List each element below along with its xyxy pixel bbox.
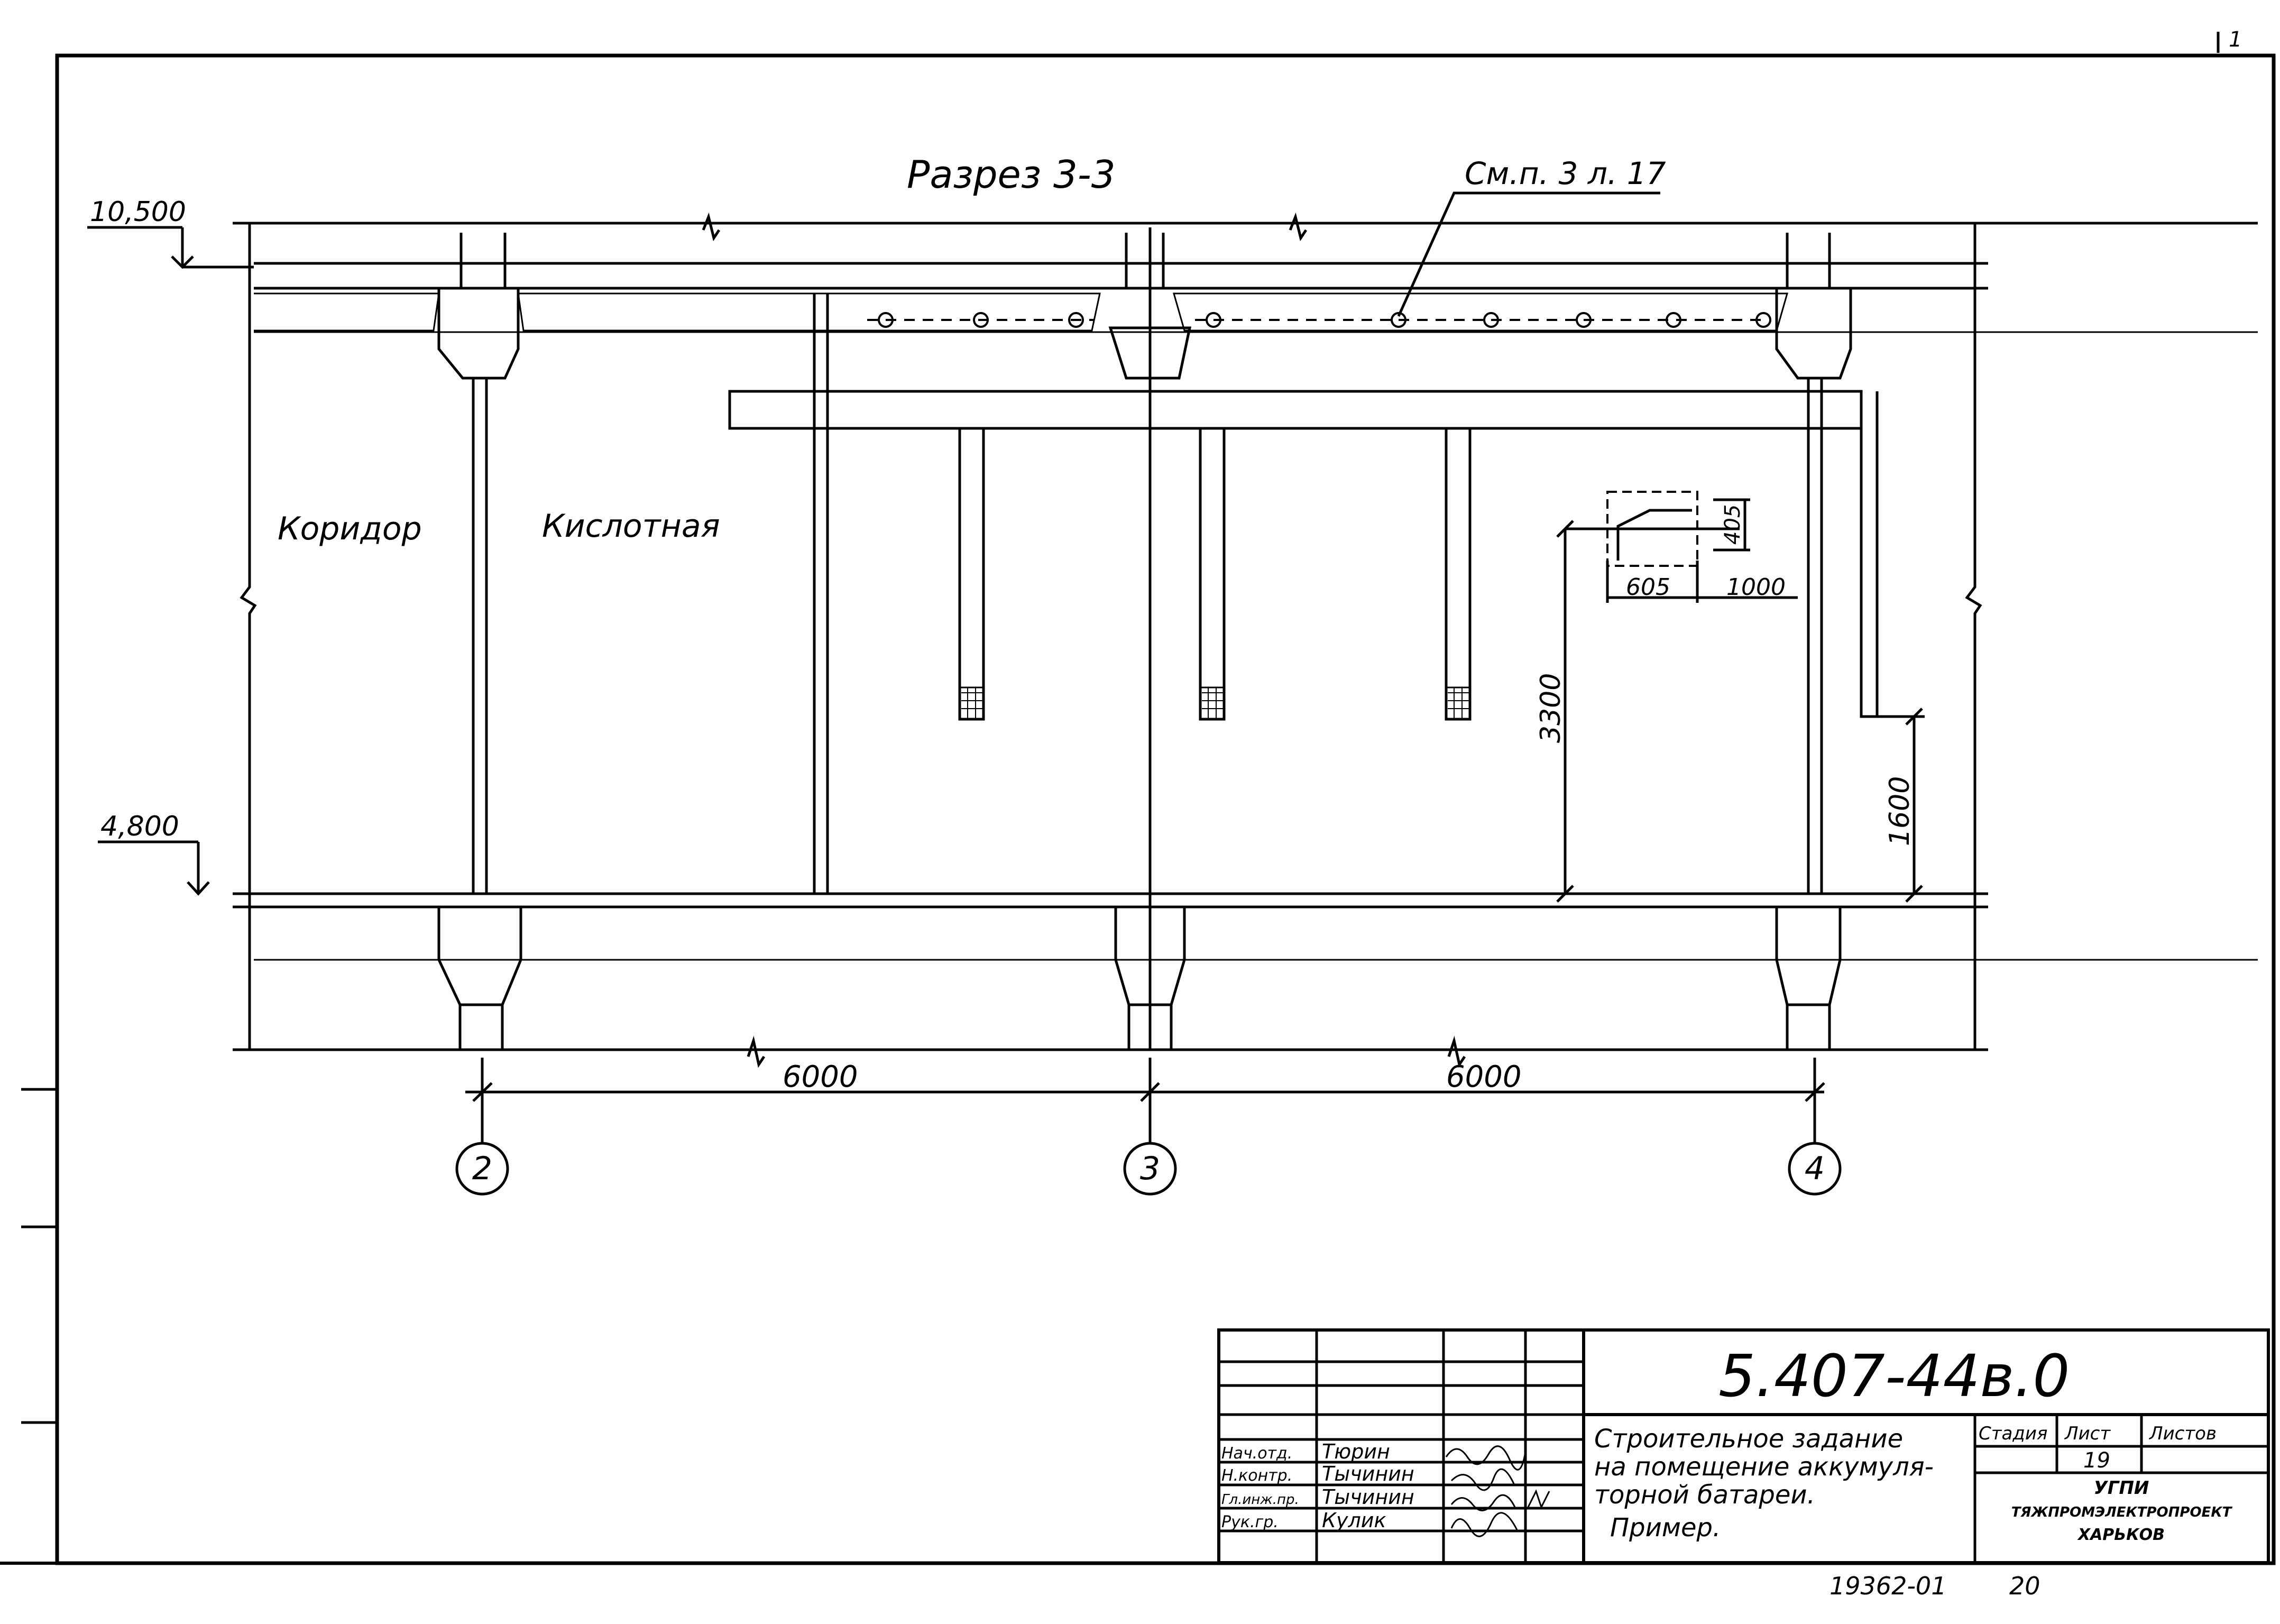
room-label-acid-room: Кислотная — [542, 508, 720, 545]
elevation-top-label: 10,500 — [90, 196, 186, 228]
axis-bubbles — [455, 1118, 1842, 1196]
signatory-name: Кулик — [1322, 1509, 1386, 1532]
floor-slab — [233, 892, 2258, 1068]
elevation-markers — [87, 226, 254, 896]
signature-marks — [1445, 1445, 1550, 1537]
title-line-4: Пример. — [1610, 1513, 1721, 1543]
span-dimension — [465, 1058, 1825, 1118]
title-block-grid — [1217, 1328, 2270, 1564]
sheet-frame — [0, 32, 2276, 1565]
title-line-2: на помещение аккумуля- — [1594, 1452, 1934, 1482]
reference-note: См.п. 3 л. 17 — [1465, 155, 1666, 191]
archive-number: 19362-01 — [1829, 1572, 1946, 1600]
reference-leader — [1397, 191, 1660, 317]
document-code: 5.407-44в.0 — [1718, 1342, 2070, 1410]
signatory-role: Нач.отд. — [1221, 1444, 1292, 1463]
dimension-height-lower: 1600 — [1884, 776, 1916, 846]
signatory-name: Тычинин — [1322, 1485, 1414, 1509]
opening-detail — [1565, 491, 1798, 603]
left-wall — [240, 223, 257, 1050]
dimension-opening-height: 405 — [1721, 504, 1745, 545]
elevation-floor-label: 4,800 — [100, 811, 179, 842]
axis-label-4: 4 — [1805, 1150, 1825, 1187]
dimension-span-right: 6000 — [1446, 1060, 1522, 1094]
title-line-1: Строительное задание — [1594, 1424, 1903, 1454]
title-line-3: торной батареи. — [1594, 1480, 1815, 1510]
column-axis-3 — [1108, 227, 1192, 1050]
signatory-role: Н.контр. — [1221, 1466, 1292, 1485]
header-sheets: Листов — [2148, 1423, 2217, 1444]
axis-label-3: 3 — [1140, 1150, 1160, 1187]
axis-label-2: 2 — [472, 1150, 492, 1187]
dimension-height-total: 3300 — [1535, 673, 1567, 743]
signatory-role: Гл.инж.пр. — [1221, 1492, 1299, 1508]
signatory-role: Рук.гр. — [1221, 1513, 1279, 1531]
ventilation-duct — [728, 390, 1879, 721]
signatory-name: Тычинин — [1322, 1462, 1414, 1485]
header-sheet: Лист — [2064, 1423, 2111, 1444]
roof-slab — [233, 212, 2258, 333]
ceiling-fixtures — [254, 292, 1788, 332]
column-axis-4 — [1775, 233, 1852, 1050]
partition-wall — [813, 293, 829, 894]
dimension-offset: 1000 — [1726, 574, 1786, 601]
section-title: Разрез 3-3 — [907, 152, 1116, 197]
header-stage: Стадия — [1979, 1423, 2047, 1444]
dimension-opening-width: 605 — [1626, 574, 1670, 601]
column-axis-2 — [437, 233, 522, 1050]
page-number: 20 — [2009, 1572, 2040, 1600]
organization-line-2: ТЯЖПРОМЭЛЕКТРОПРОЕКТ — [2011, 1504, 2233, 1520]
right-wall — [1965, 223, 1982, 1050]
room-label-corridor: Коридор — [278, 510, 422, 547]
organization-line-3: ХАРЬКОВ — [2077, 1526, 2165, 1544]
page-corner-mark: 1 — [2229, 27, 2242, 52]
signatory-name: Тюрин — [1322, 1440, 1390, 1463]
sheet-number: 19 — [2083, 1448, 2110, 1473]
dimension-span-left: 6000 — [783, 1060, 858, 1094]
vertical-dimensions — [1556, 520, 1925, 903]
organization-line-1: УГПИ — [2094, 1478, 2149, 1499]
